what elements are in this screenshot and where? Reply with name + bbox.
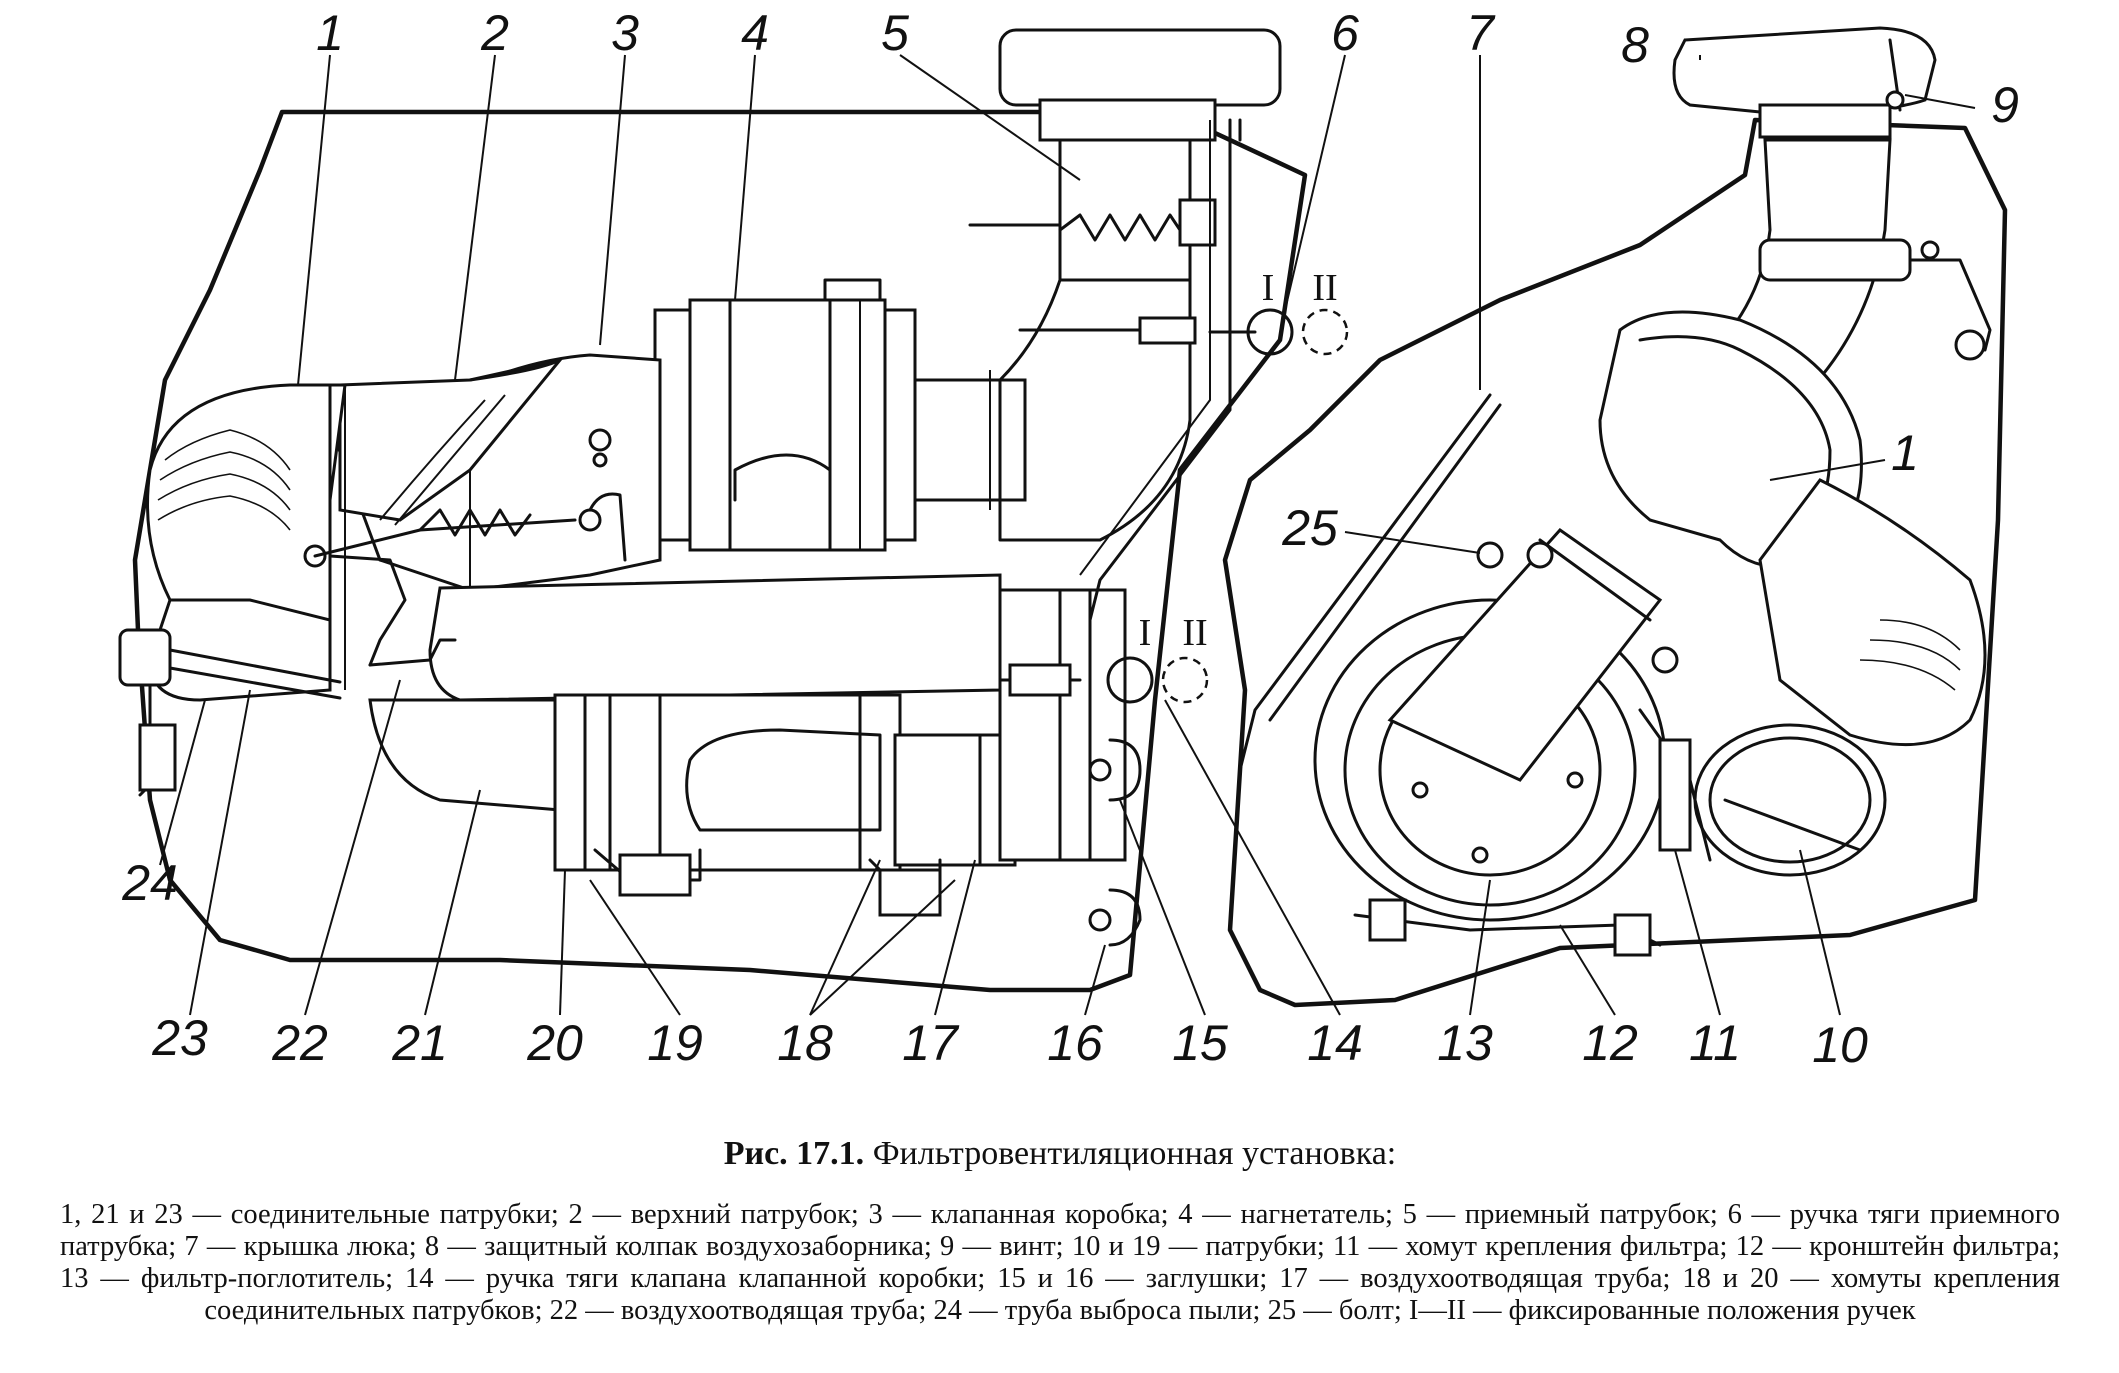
callout-19: 19 (647, 1015, 703, 1071)
connecting-pipe-21 (368, 698, 562, 812)
callout-9: 9 (1991, 77, 2019, 133)
dust-exhaust-pipe-24 (118, 628, 342, 797)
callout-25: 25 (1281, 500, 1338, 556)
air-intake-cap-8 (1672, 26, 1937, 139)
lower-housing (553, 588, 1127, 917)
callout-22: 22 (271, 1015, 328, 1071)
callout-6: 6 (1331, 5, 1359, 61)
position-I-upper: I (1262, 267, 1275, 309)
callout-13: 13 (1437, 1015, 1493, 1071)
figure-caption: Рис. 17.1. Фильтровентиляционная установ… (60, 1135, 2060, 1327)
position-I-lower: I (1139, 612, 1152, 654)
callout-18: 18 (777, 1015, 833, 1071)
valve-tie-rod (1088, 118, 1232, 622)
callout-7: 7 (1466, 5, 1496, 61)
intake-pipe-5 (998, 28, 1282, 542)
callout-11: 11 (1689, 1015, 1741, 1071)
bolt-25 (1476, 541, 1679, 674)
position-II-upper: II (1312, 267, 1337, 309)
callout-24: 24 (121, 855, 178, 911)
caption-legend: 1, 21 и 23 — соединительные патрубки; 2 … (60, 1199, 2060, 1326)
air-outlet-pipe-22 (428, 573, 1002, 702)
callout-2: 2 (480, 5, 509, 61)
hatch-cover-7 (1238, 393, 1502, 772)
callout-4: 4 (741, 5, 769, 61)
position-II-lower: II (1182, 612, 1207, 654)
callout-8: 8 (1621, 17, 1649, 73)
callout-1-right: 1 (1891, 425, 1919, 481)
callout-10: 10 (1812, 1017, 1868, 1073)
figure-title: Фильтровентиляционная установка: (872, 1135, 1397, 1172)
filter-ventilation-diagram: 1 2 3 4 5 6 7 8 9 25 1 24 23 22 21 20 19… (118, 5, 2019, 1073)
filter-bracket-12 (1353, 898, 1662, 957)
callout-3: 3 (611, 5, 639, 61)
connecting-pipe-1-right (1598, 310, 1987, 747)
plugs-15-16 (1088, 738, 1142, 947)
callout-15: 15 (1172, 1015, 1228, 1071)
callout-5: 5 (881, 5, 909, 61)
leader-lines (159, 54, 1976, 1016)
callout-21: 21 (391, 1015, 448, 1071)
callout-14: 14 (1307, 1015, 1363, 1071)
callout-23: 23 (151, 1010, 208, 1066)
supercharger-4 (653, 278, 1027, 552)
caption-title: Рис. 17.1. Фильтровентиляционная установ… (60, 1135, 2060, 1173)
callout-12: 12 (1582, 1015, 1638, 1071)
callout-1: 1 (316, 5, 344, 61)
callout-17: 17 (902, 1015, 960, 1071)
filter-absorber-13 (1313, 528, 1667, 922)
valve-handle-14 (998, 656, 1209, 704)
callout-20: 20 (526, 1015, 583, 1071)
figure-number: Рис. 17.1. (723, 1135, 865, 1172)
callout-16: 16 (1047, 1015, 1103, 1071)
valve-box-lever (303, 428, 627, 667)
filter-clamp-11 (1638, 708, 1712, 862)
pipe-10 (1693, 723, 1887, 877)
